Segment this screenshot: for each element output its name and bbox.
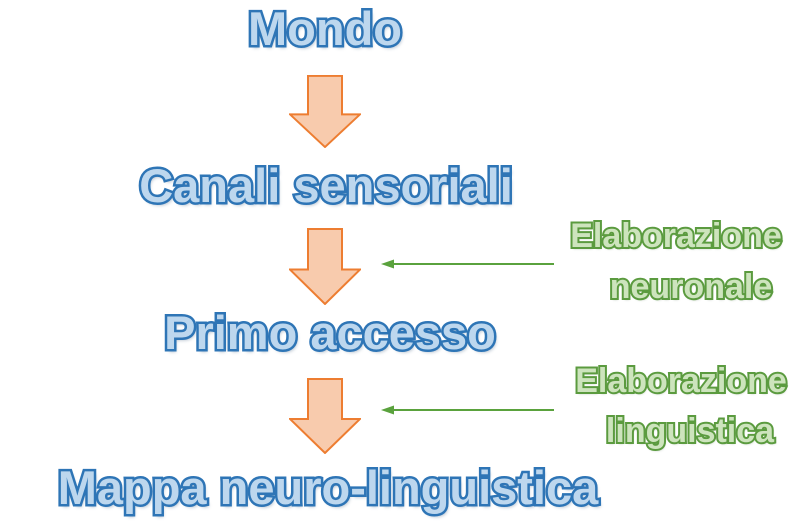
node-mappa-neuro-linguistica: Mappa neuro-linguistica Mappa neuro-ling…	[55, 461, 601, 514]
node-primo-accesso-outline: Primo accesso	[162, 306, 499, 359]
node-mappa-neuro-linguistica-label: Mappa neuro-linguistica	[57, 461, 599, 514]
left-arrowhead	[381, 259, 394, 269]
down-arrow-icon-2	[289, 228, 361, 305]
annotation-outline: neuronale	[608, 268, 774, 306]
annotation-elaborazione-neuronale-line2: neuronale neuronale	[608, 268, 774, 306]
down-arrow-shape	[289, 228, 361, 305]
node-canali-sensoriali: Canali sensoriali Canali sensoriali	[137, 159, 516, 212]
node-mondo-label: Mondo	[248, 2, 402, 55]
node-primo-accesso: Primo accesso Primo accesso	[162, 306, 499, 359]
annotation-elaborazione-linguistica-line1: Elaborazione Elaborazione	[573, 362, 789, 400]
left-arrow-connector-linguistica	[381, 405, 554, 415]
node-mondo: Mondo Mondo	[246, 2, 405, 55]
annotation-outline: Elaborazione	[568, 217, 784, 255]
annotation-elaborazione-neuronale-line1: Elaborazione Elaborazione	[568, 217, 784, 255]
node-primo-accesso-label: Primo accesso	[164, 306, 496, 359]
node-mondo-outline: Mondo	[246, 2, 405, 55]
annotation-label: Elaborazione	[575, 362, 787, 400]
annotation-label: neuronale	[609, 268, 773, 306]
down-arrow-shape	[289, 378, 361, 454]
left-arrow-connector-neuronale	[381, 259, 554, 269]
node-canali-sensoriali-label: Canali sensoriali	[139, 159, 513, 212]
annotation-outline: linguistica	[604, 412, 776, 450]
down-arrow-shape	[289, 75, 361, 148]
left-arrowhead	[381, 405, 394, 415]
annotation-elaborazione-linguistica-line2: linguistica linguistica	[604, 412, 776, 450]
node-mappa-neuro-linguistica-outline: Mappa neuro-linguistica	[55, 461, 601, 514]
down-arrow-icon-3	[289, 378, 361, 454]
annotation-outline: Elaborazione	[573, 362, 789, 400]
node-canali-sensoriali-outline: Canali sensoriali	[137, 159, 516, 212]
annotation-label: Elaborazione	[570, 217, 782, 255]
annotation-label: linguistica	[605, 412, 775, 450]
down-arrow-icon-1	[289, 75, 361, 148]
